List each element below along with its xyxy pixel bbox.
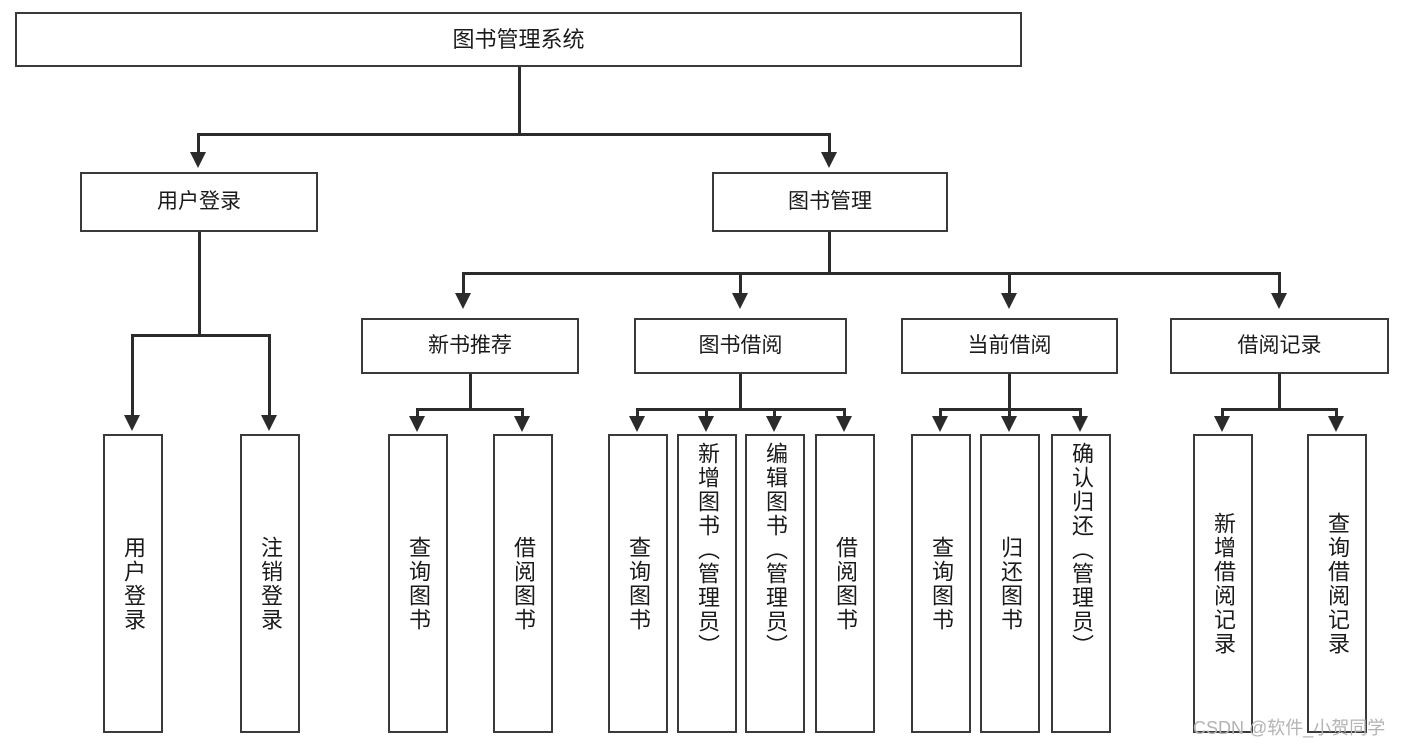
node-label: 新书推荐: [428, 333, 512, 357]
connector-borrow-record-stem: [1278, 374, 1281, 410]
connector-book-manage-drop-4: [1278, 272, 1281, 294]
leaf-query-book-current[interactable]: 查询图书: [911, 434, 971, 733]
arrow-borrow-record-leaf-1: [1214, 416, 1230, 432]
arrow-user-login-leaf-1: [124, 415, 140, 431]
leaf-label: 归还图书: [998, 535, 1023, 632]
leaf-label: 用户登录: [121, 535, 146, 632]
connector-borrow-record-drop-1: [1221, 408, 1224, 418]
leaf-return-book[interactable]: 归还图书: [980, 434, 1040, 733]
arrow-borrow-record-leaf-2: [1328, 416, 1344, 432]
leaf-label: 借阅图书: [511, 535, 536, 632]
connector-root-to-book-manage: [828, 133, 831, 153]
arrow-book-borrow-leaf-4: [836, 416, 852, 432]
connector-user-login-drop-1: [131, 334, 134, 416]
node-borrowing-record[interactable]: 借阅记录: [1170, 318, 1389, 374]
leaf-label: 查询图书: [929, 535, 954, 632]
connector-root-to-user-login: [197, 133, 200, 153]
csdn-watermark: CSDN @软件_小贺同学: [1193, 718, 1386, 738]
leaf-add-borrow-record[interactable]: 新增借阅记录: [1193, 434, 1253, 733]
connector-root-stem: [518, 67, 521, 135]
leaf-borrow-book-new-rec[interactable]: 借阅图书: [493, 434, 553, 733]
arrow-book-manage-to-new-book-rec: [455, 293, 471, 309]
node-label: 图书管理系统: [452, 26, 585, 52]
arrow-user-login-leaf-2: [261, 415, 277, 431]
leaf-borrow-book-borrow[interactable]: 借阅图书: [815, 434, 875, 733]
node-label: 图书管理: [788, 189, 872, 213]
arrow-book-borrow-leaf-2: [698, 416, 714, 432]
node-root-book-management-system[interactable]: 图书管理系统: [15, 12, 1022, 67]
node-new-book-recommendation[interactable]: 新书推荐: [361, 318, 579, 374]
arrow-root-to-user-login: [190, 152, 206, 168]
connector-book-borrow-drop-3: [773, 408, 776, 418]
connector-user-login-bus: [132, 334, 269, 337]
arrow-book-borrow-leaf-3: [766, 416, 782, 432]
arrow-new-book-rec-leaf-2: [514, 416, 530, 432]
leaf-label: 编辑图书（管理员）: [763, 442, 788, 658]
connector-new-book-rec-stem: [469, 374, 472, 410]
node-book-management[interactable]: 图书管理: [712, 172, 948, 232]
arrow-current-borrow-leaf-1: [932, 416, 948, 432]
leaf-logout[interactable]: 注销登录: [240, 434, 300, 733]
node-user-login[interactable]: 用户登录: [80, 172, 318, 232]
arrow-new-book-rec-leaf-1: [409, 416, 425, 432]
node-book-borrowing[interactable]: 图书借阅: [634, 318, 847, 374]
node-label: 当前借阅: [967, 333, 1052, 357]
connector-root-bus: [198, 133, 830, 136]
arrow-current-borrow-leaf-2: [1001, 416, 1017, 432]
connector-book-borrow-stem: [739, 374, 742, 410]
leaf-label: 查询图书: [406, 535, 431, 632]
connector-current-borrow-drop-1: [939, 408, 942, 418]
connector-book-manage-bus: [463, 272, 1280, 275]
connector-current-borrow-drop-3: [1079, 408, 1082, 418]
connector-book-manage-drop-3: [1008, 272, 1011, 294]
leaf-add-book-admin[interactable]: 新增图书（管理员）: [677, 434, 737, 733]
connector-new-book-rec-drop-1: [416, 408, 419, 418]
node-label: 借阅记录: [1237, 333, 1322, 357]
leaf-label: 新增图书（管理员）: [695, 442, 720, 658]
connector-book-borrow-bus: [637, 408, 844, 411]
connector-new-book-rec-drop-2: [521, 408, 524, 418]
leaf-label: 借阅图书: [833, 535, 858, 632]
connector-current-borrow-stem: [1008, 374, 1011, 410]
node-current-borrowing[interactable]: 当前借阅: [901, 318, 1118, 374]
connector-current-borrow-drop-2: [1008, 408, 1011, 418]
node-label: 用户登录: [157, 189, 241, 213]
connector-book-borrow-drop-4: [843, 408, 846, 418]
connector-book-manage-drop-2: [739, 272, 742, 294]
leaf-user-login[interactable]: 用户登录: [103, 434, 163, 733]
leaf-label: 查询借阅记录: [1325, 511, 1350, 656]
arrow-root-to-book-manage: [821, 152, 837, 168]
leaf-label: 注销登录: [258, 535, 283, 632]
leaf-query-book-borrow[interactable]: 查询图书: [608, 434, 668, 733]
connector-book-manage-stem: [828, 232, 831, 274]
connector-new-book-rec-bus: [417, 408, 522, 411]
leaf-query-book-new-rec[interactable]: 查询图书: [388, 434, 448, 733]
node-label: 图书借阅: [698, 333, 783, 357]
leaf-label: 确认归还（管理员）: [1069, 442, 1094, 658]
arrow-book-borrow-leaf-1: [629, 416, 645, 432]
leaf-edit-book-admin[interactable]: 编辑图书（管理员）: [745, 434, 805, 733]
connector-book-borrow-drop-1: [636, 408, 639, 418]
leaf-label: 新增借阅记录: [1211, 511, 1236, 656]
connector-book-manage-drop-1: [462, 272, 465, 294]
arrow-book-manage-to-current-borrow: [1001, 293, 1017, 309]
leaf-query-borrow-record[interactable]: 查询借阅记录: [1307, 434, 1367, 733]
connector-user-login-stem: [198, 232, 201, 336]
arrow-book-manage-to-borrow-record: [1271, 293, 1287, 309]
leaf-confirm-return-admin[interactable]: 确认归还（管理员）: [1051, 434, 1111, 733]
arrow-current-borrow-leaf-3: [1072, 416, 1088, 432]
arrow-book-manage-to-book-borrow: [732, 293, 748, 309]
connector-borrow-record-drop-2: [1335, 408, 1338, 418]
connector-user-login-drop-2: [268, 334, 271, 416]
connector-borrow-record-bus: [1222, 408, 1336, 411]
connector-book-borrow-drop-2: [705, 408, 708, 418]
leaf-label: 查询图书: [626, 535, 651, 632]
